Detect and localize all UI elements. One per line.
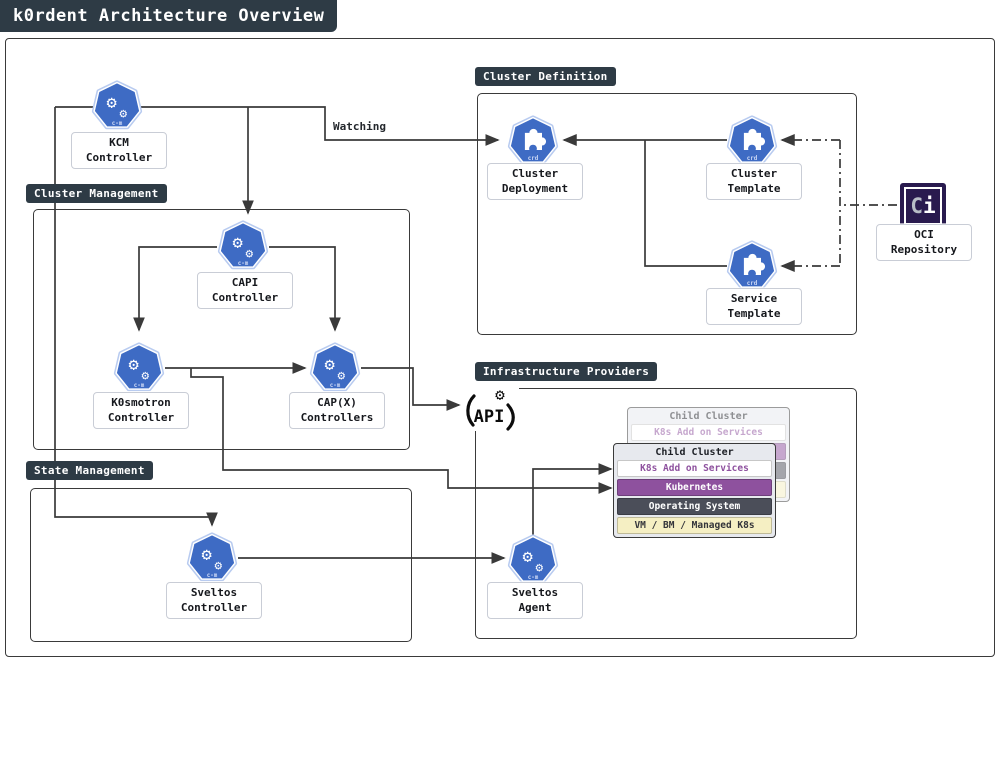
state-management-group-box <box>30 488 412 642</box>
child-cluster-layer: Operating System <box>617 498 772 515</box>
k0smotron-controller-label: K0smotron Controller <box>93 392 189 430</box>
page-title: k0rdent Architecture Overview <box>0 0 338 32</box>
child-cluster-title: Child Cluster <box>655 447 734 458</box>
cluster-definition-group-box <box>477 93 857 335</box>
api-icon: ⚙ API <box>461 383 519 431</box>
infrastructure-providers-group-box <box>475 388 857 639</box>
capi-controller-label: CAPI Controller <box>197 272 293 310</box>
cluster-template-label: Cluster Template <box>706 163 802 201</box>
svg-text:API: API <box>474 407 505 427</box>
capx-controllers-label: CAP(X) Controllers <box>289 392 385 430</box>
oci-repository-label: OCI Repository <box>876 224 972 262</box>
state-management-group-label: State Management <box>26 461 153 480</box>
cluster-template-crd-icon <box>725 114 779 168</box>
cluster-deployment-label: Cluster Deployment <box>487 163 583 201</box>
gear-icon: ⚙ <box>495 385 505 404</box>
cluster-deployment-crd-icon <box>506 114 560 168</box>
cluster-management-group-label: Cluster Management <box>26 184 167 203</box>
kcm-controller-icon <box>90 79 144 133</box>
child-cluster-title: Child Cluster <box>669 411 748 422</box>
sveltos-agent-icon <box>506 533 560 587</box>
cluster-definition-group-label: Cluster Definition <box>475 67 616 86</box>
child-cluster-layer: VM / BM / Managed K8s <box>617 517 772 534</box>
kcm-controller-label: KCM Controller <box>71 132 167 170</box>
sveltos-controller-icon <box>185 531 239 585</box>
child-cluster-layer: Kubernetes <box>617 479 772 496</box>
capi-controller-icon <box>216 219 270 273</box>
watching-edge-label: Watching <box>333 120 386 133</box>
sveltos-agent-label: Sveltos Agent <box>487 582 583 620</box>
child-cluster-layer: K8s Add on Services <box>617 460 772 477</box>
service-template-label: Service Template <box>706 288 802 326</box>
capx-controllers-icon <box>308 341 362 395</box>
service-template-crd-icon <box>725 239 779 293</box>
infrastructure-providers-group-label: Infrastructure Providers <box>475 362 658 381</box>
child-cluster-layer: K8s Add on Services <box>631 424 786 441</box>
sveltos-controller-label: Sveltos Controller <box>166 582 262 620</box>
k0smotron-controller-icon <box>112 341 166 395</box>
cluster-management-group-box <box>33 209 410 450</box>
